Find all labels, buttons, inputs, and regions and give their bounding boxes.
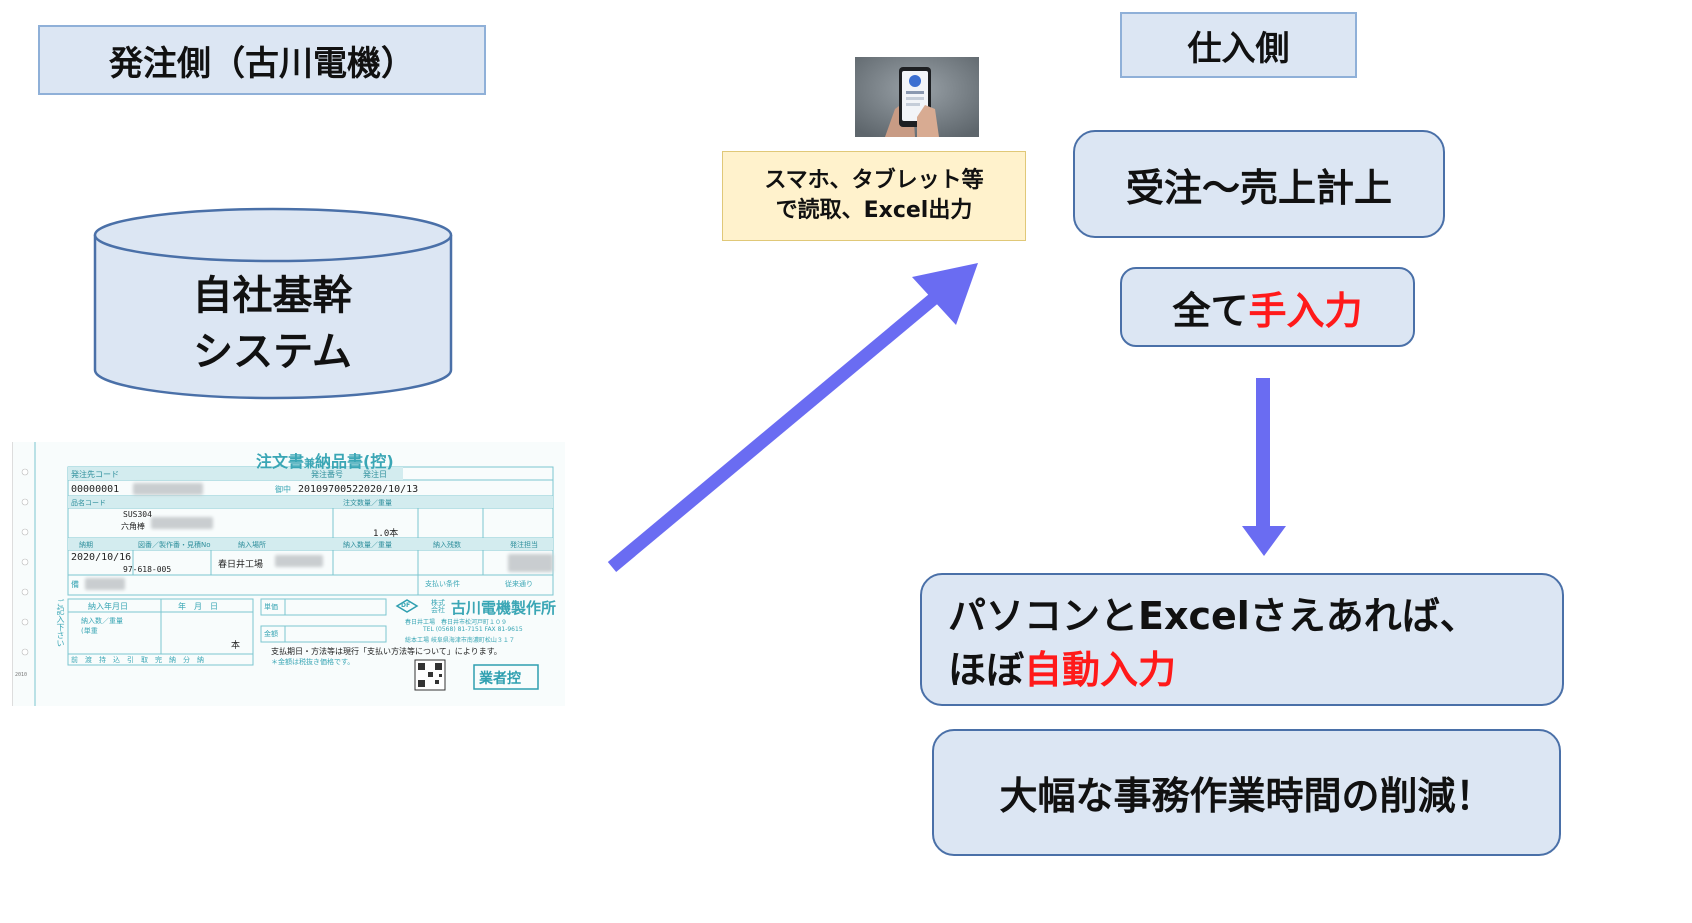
form-stamp: 業者控 xyxy=(479,671,521,687)
pc-excel-line2: ほぼ自動入力 xyxy=(948,643,1176,697)
redacted-person xyxy=(508,554,553,572)
order-to-sales-box: 受注～売上計上 xyxy=(1073,130,1445,238)
form-payment-label: 支払い条件 xyxy=(425,580,460,588)
form-supplier-code: 00000001 xyxy=(71,484,120,495)
form-order-prefix: 御中 xyxy=(275,485,291,494)
form-quantity: 1.0本 xyxy=(373,529,399,539)
form-qty-label: 納入数／重量 xyxy=(81,617,123,625)
form-delivery-place: 春日井工場 xyxy=(218,560,264,570)
form-tax-note: ＊金額は税抜き価格です。 xyxy=(271,658,355,666)
upload-arrow xyxy=(607,263,978,572)
form-left-vertical: ご記入下さい xyxy=(56,599,65,647)
form-delivery-date: 2020/10/16 xyxy=(71,552,132,563)
supplier-side-label: 仕入側 xyxy=(1187,28,1290,69)
form-company-address: 春日井工場 春日井市松河戸町１０９ xyxy=(405,619,508,626)
pc-excel-box: パソコンとExcelさえあれば、 ほぼ自動入力 xyxy=(920,573,1564,706)
supplier-side-header: 仕入側 xyxy=(1120,12,1357,78)
order-to-sales-label: 受注～売上計上 xyxy=(1125,165,1392,210)
manual-prefix: 全て xyxy=(1172,288,1249,333)
form-title: 注文書兼納品書(控) xyxy=(256,452,394,471)
form-header-order-number: 発注番号 xyxy=(311,470,343,479)
form-header-place: 納入場所 xyxy=(238,541,266,549)
form-weight-label: (単重 xyxy=(81,627,98,635)
manual-input-box: 全て手入力 xyxy=(1120,267,1415,347)
device-note-line2: で読取、Excel出力 xyxy=(775,198,973,223)
reduction-box: 大幅な事務作業時間の削減！ xyxy=(932,729,1561,856)
form-company-mark: DF xyxy=(401,602,411,609)
form-corner-code: 2010 xyxy=(15,672,28,678)
form-payment-value: 従来通り xyxy=(505,580,533,588)
database-cylinder xyxy=(93,207,453,400)
reduction-label: 大幅な事務作業時間の削減！ xyxy=(999,774,1494,818)
form-header-delivered-qty: 納入数量／重量 xyxy=(343,541,392,549)
form-header-row1: 発注先コード xyxy=(71,470,119,479)
smartphone-photo xyxy=(855,57,979,137)
form-receipt-label: 納入年月日 xyxy=(88,602,128,611)
database-label: 自社基幹 システム xyxy=(100,268,445,380)
down-arrow xyxy=(1242,378,1286,556)
form-item-name: 六角棒 xyxy=(121,522,145,531)
form-order-number: 2010970052 xyxy=(298,484,359,495)
database-line2: システム xyxy=(193,329,352,375)
form-company-hq: 総本工場 岐阜県海津市南濃町松山３１７ xyxy=(405,637,515,644)
form-header-quantity: 注文数量／重量 xyxy=(343,499,392,507)
form-header-item-code: 品名コード xyxy=(71,499,106,507)
form-company-name: 古川電機製作所 xyxy=(451,599,557,617)
database-line1: 自社基幹 xyxy=(192,273,353,319)
redacted-place xyxy=(275,555,323,567)
form-remarks-label: 備 xyxy=(71,580,79,589)
form-header-order-date: 発注日 xyxy=(363,470,387,479)
redacted-remarks xyxy=(85,578,125,590)
redacted-item xyxy=(151,517,213,529)
form-header-delivery: 納期 xyxy=(79,541,93,549)
form-ymd: 年 月 日 xyxy=(178,602,218,611)
form-drawing-number: 97-618-005 xyxy=(123,565,172,574)
form-tax-label: 単価 xyxy=(264,603,278,611)
pc-excel-line1: パソコンとExcelさえあれば、 xyxy=(948,594,1478,638)
form-company-tel: TEL (0568) 81-7151 FAX 81-9615 xyxy=(423,626,523,633)
form-payment-note: 支払期日・方法等は現行「支払い方法等について」によります。 xyxy=(271,647,502,656)
pc-excel-prefix: ほぼ xyxy=(948,648,1025,692)
pc-excel-highlight: 自動入力 xyxy=(1024,648,1177,692)
form-unit: 本 xyxy=(231,641,241,651)
form-header-remaining: 納入残数 xyxy=(433,541,461,549)
form-bottom-labels: 前 渡 持 込 引 取 完 納 分 納 xyxy=(71,656,204,664)
form-order-date: 2020/10/13 xyxy=(358,484,419,495)
form-lines xyxy=(21,442,554,706)
device-note-line1: スマホ、タブレット等 xyxy=(764,168,984,193)
form-company-prefix: 株式会社 xyxy=(431,599,445,614)
ordering-side-label: 発注側（古川電機） xyxy=(109,43,415,84)
form-header-drawing: 図番／製作番・見積No xyxy=(138,541,211,549)
manual-highlight: 手入力 xyxy=(1248,288,1363,333)
device-note: スマホ、タブレット等 で読取、Excel出力 xyxy=(722,151,1026,241)
form-item-code: SUS304 xyxy=(123,510,152,519)
form-header-person: 発注担当 xyxy=(510,541,538,549)
redacted-supplier xyxy=(133,483,203,495)
form-amount-label: 金額 xyxy=(264,630,278,638)
ordering-side-header: 発注側（古川電機） xyxy=(38,25,486,95)
order-form-document: 注文書兼納品書(控) 発注先コード 発注番号 発注日 00000001 御中 2… xyxy=(12,442,565,706)
